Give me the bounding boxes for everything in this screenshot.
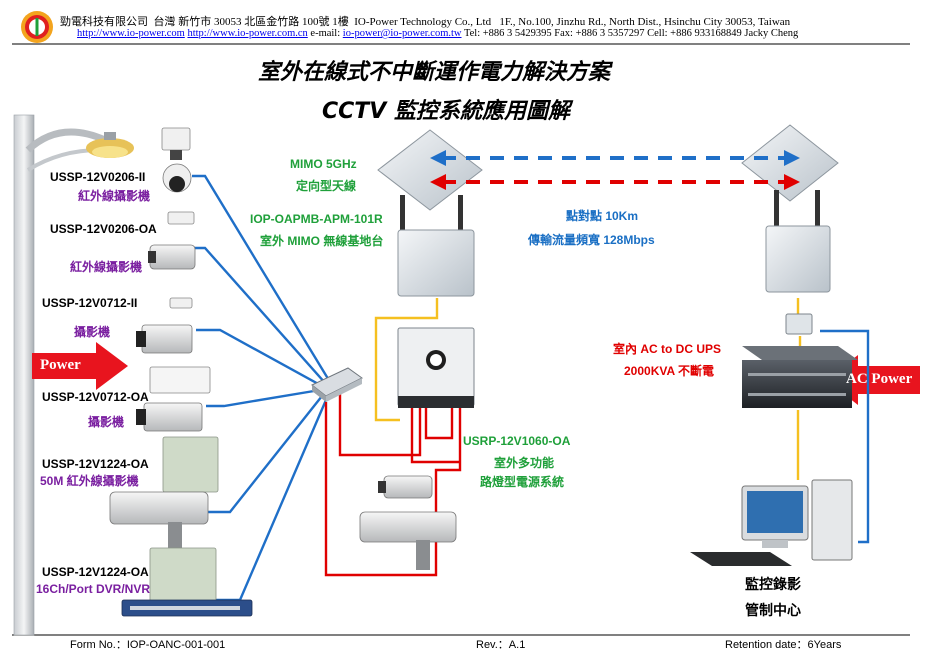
housing-camera-5: [109, 436, 219, 552]
base-station-desc: 室外 MIMO 無線基地台: [260, 234, 384, 248]
monitor-center-line-2: 管制中心: [745, 602, 801, 618]
base-station-model: IOP-OAPMB-APM-101R: [250, 212, 383, 226]
power-arrow: [32, 342, 128, 390]
device-4-desc: 攝影機: [88, 415, 125, 429]
box-camera-4: [136, 366, 211, 432]
usrp-desc-1: 室外多功能: [494, 456, 555, 470]
device-6-model: USSP-12V1224-OA: [42, 565, 149, 579]
address-en: 1F., No.100, Jinzhu Rd., North Dist., Hs…: [499, 16, 791, 28]
retention-date: Retention date：6Years: [725, 639, 842, 651]
antenna-label: 定向型天線: [296, 179, 357, 193]
contact-info: Tel: +886 3 5429395 Fax: +886 3 5357297 …: [463, 28, 799, 39]
device-6-desc: 16Ch/Port DVR/NVR: [36, 582, 151, 596]
website-cn-link[interactable]: http://www.io-power.com.cn: [187, 28, 308, 39]
device-2-model: USSP-12V0206-OA: [50, 222, 157, 236]
wireless-link-blue: [430, 150, 800, 166]
device-5-desc: 50M 紅外線攝影機: [40, 474, 139, 488]
wireless-link-red: [430, 174, 800, 190]
header-line-1: 勁電科技有限公司 台灣 新竹市 30053 北區金竹路 100號 1樓 IO-P…: [60, 13, 790, 29]
housing-camera-center: [359, 511, 457, 570]
ups-label-line-1: 室內 AC to DC UPS: [613, 342, 722, 356]
ups-unit: [742, 346, 858, 408]
email-link[interactable]: io-power@io-power.com.tw: [342, 28, 462, 39]
device-5-model: USSP-12V1224-OA: [42, 457, 149, 471]
device-3-desc: 攝影機: [74, 325, 111, 339]
power-adapter: [785, 313, 813, 335]
bandwidth-label: 傳輸流量頻寬 128Mbps: [528, 233, 655, 247]
address-cn: 台灣 新竹市 30053 北區金竹路 100號 1樓: [153, 16, 349, 28]
power-label: Power: [40, 357, 81, 373]
usrp-desc-2: 路燈型電源系統: [480, 475, 565, 489]
device-4-model: USSP-12V0712-OA: [42, 390, 149, 404]
device-1-model: USSP-12V0206-II: [50, 170, 146, 184]
website-link[interactable]: http://www.io-power.com: [77, 28, 185, 39]
monitoring-pc: [690, 479, 853, 566]
company-name-cn: 勁電科技有限公司: [60, 16, 148, 28]
right-base-station: [765, 225, 831, 293]
form-number: Form No.：IOP-OANC-001-001: [70, 639, 226, 651]
bullet-camera-center: [378, 475, 433, 499]
header-line-2: http://www.io-power.com http://www.io-po…: [77, 28, 798, 39]
bullet-camera-2: [148, 211, 196, 270]
main-title: 室外在線式不中斷運作電力解決方案: [258, 60, 611, 85]
p2p-distance-label: 點對點 10Km: [566, 209, 639, 223]
company-name-en: IO-Power Technology Co., Ltd: [354, 16, 492, 28]
ups-label-line-2: 2000KVA 不斷電: [624, 364, 715, 378]
left-mimo-antenna: [377, 129, 483, 235]
email-label: e-mail:: [310, 28, 341, 39]
sub-title: CCTV 監控系統應用圖解: [322, 99, 570, 124]
monitor-center-line-1: 監控錄影: [745, 576, 801, 592]
usrp-power-cabinet: [397, 327, 475, 408]
dome-camera-1: [161, 127, 192, 193]
street-light-pole: [13, 114, 134, 636]
box-camera-3: [136, 297, 193, 354]
revision: Rev.：A.1: [476, 639, 526, 651]
device-1-desc: 紅外線攝影機: [78, 189, 151, 203]
device-2-desc: 紅外線攝影機: [70, 260, 143, 274]
device-3-model: USSP-12V0712-II: [42, 296, 138, 310]
dvr-nvr-unit: [121, 547, 253, 617]
usrp-model: USRP-12V1060-OA: [463, 434, 571, 448]
network-switch: [311, 367, 363, 402]
mimo-label: MIMO 5GHz: [290, 157, 357, 171]
left-base-station: [397, 229, 475, 297]
company-logo: [21, 11, 53, 43]
ac-power-label: AC Power: [846, 371, 913, 387]
